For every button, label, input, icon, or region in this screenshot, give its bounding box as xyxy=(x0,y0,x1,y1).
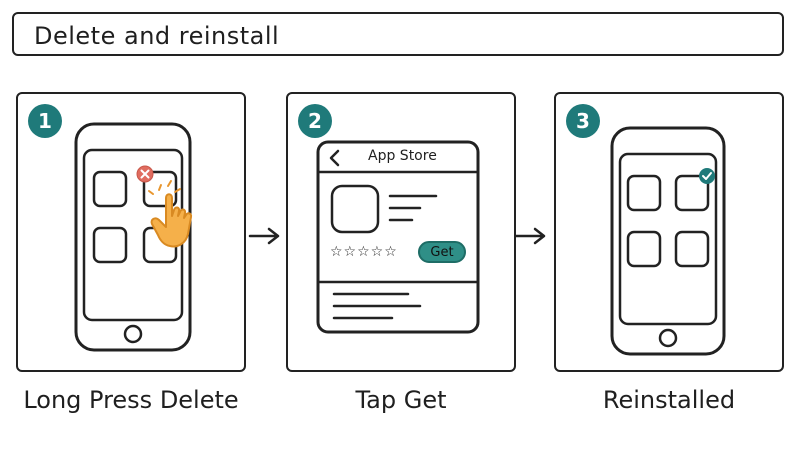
app-icon xyxy=(674,174,710,212)
app-icon xyxy=(92,226,128,264)
delete-x-icon xyxy=(136,165,154,183)
step-3-illustration xyxy=(610,126,726,356)
app-thumbnail xyxy=(330,184,380,234)
chevron-left-icon xyxy=(329,149,340,167)
tapping-hand-icon xyxy=(150,193,193,248)
home-button xyxy=(123,324,143,344)
step-number-badge: 2 xyxy=(298,104,332,138)
right-arrow-icon xyxy=(248,227,280,245)
app-icon xyxy=(142,170,178,208)
step-3-label: Reinstalled xyxy=(602,386,736,414)
title-box: Delete and reinstall xyxy=(12,12,784,56)
app-icon xyxy=(626,174,662,212)
get-button[interactable]: Get xyxy=(418,241,466,263)
home-button xyxy=(658,328,678,348)
diagram-title: Delete and reinstall xyxy=(34,22,280,50)
step-1-panel: 1 xyxy=(16,92,246,372)
right-arrow-icon xyxy=(514,227,546,245)
tap-burst-icon xyxy=(148,180,181,195)
step-2-panel: App Store ☆☆☆☆☆ Get 2 xyxy=(286,92,516,372)
step-number-badge: 1 xyxy=(28,104,62,138)
app-icon xyxy=(92,170,128,208)
step-number-badge: 3 xyxy=(566,104,600,138)
app-icon xyxy=(626,230,662,268)
step-1-illustration xyxy=(74,122,193,352)
step-1-label: Long Press Delete xyxy=(23,386,239,414)
check-icon xyxy=(699,168,715,184)
store-title: App Store xyxy=(368,148,437,164)
phone-body xyxy=(74,122,192,352)
app-icon xyxy=(674,230,710,268)
step-2-illustration xyxy=(316,140,480,334)
phone-body xyxy=(610,126,726,356)
rating-stars: ☆☆☆☆☆ xyxy=(330,244,398,260)
phone-screen xyxy=(618,152,718,326)
step-3-panel: 3 xyxy=(554,92,784,372)
store-card xyxy=(316,140,480,334)
step-2-label: Tap Get xyxy=(355,386,447,414)
